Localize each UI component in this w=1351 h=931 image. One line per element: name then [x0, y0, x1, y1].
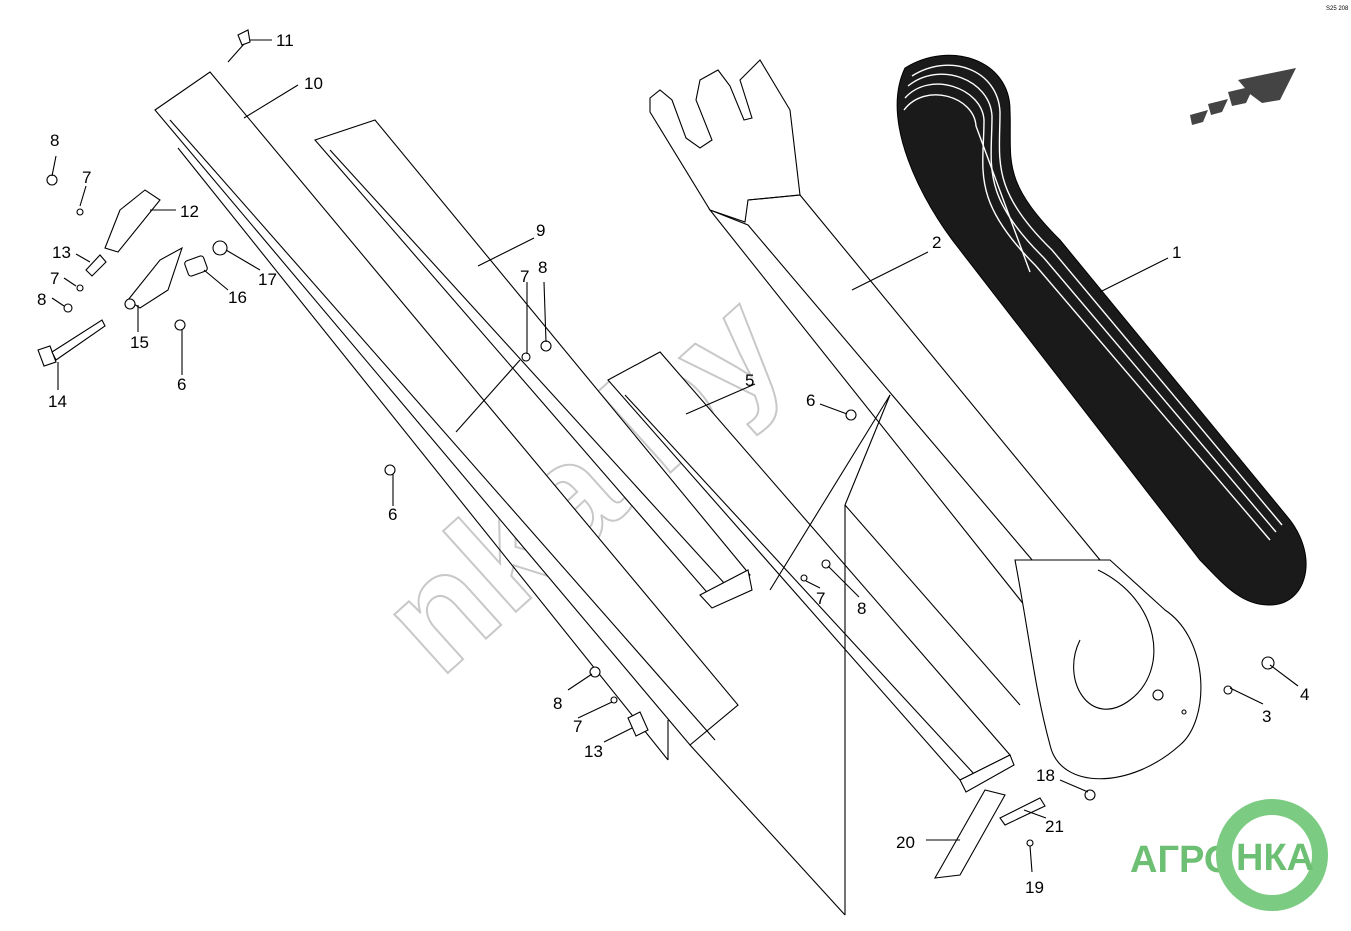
- callout-3: 3: [1262, 707, 1271, 726]
- callout-20: 20: [896, 833, 915, 852]
- callout-19: 19: [1025, 878, 1044, 897]
- callout-11: 11: [276, 31, 294, 50]
- callout-8a: 8: [50, 131, 59, 150]
- callout-1: 1: [1172, 243, 1181, 262]
- callout-6a: 6: [177, 375, 186, 394]
- callouts: 1 2 3 4 5 6 6 6 7 7 7 7 7 8 8 8 8 8 9 10…: [37, 31, 1309, 897]
- direction-arrow-icon: [1190, 68, 1296, 125]
- guard-part: [649, 59, 1202, 780]
- nut-part-17: [212, 240, 228, 256]
- logo-left-text: АГРО: [1130, 839, 1233, 881]
- callout-13a: 13: [52, 243, 71, 262]
- callout-14: 14: [48, 392, 67, 411]
- callout-16: 16: [228, 288, 247, 307]
- callout-5: 5: [745, 371, 754, 390]
- callout-6b: 6: [388, 505, 397, 524]
- guide-plate: [769, 394, 1021, 915]
- callout-7e: 7: [573, 717, 582, 736]
- bracket-part-15: [124, 246, 183, 310]
- callout-9: 9: [536, 221, 545, 240]
- spring-part-13a: [85, 254, 107, 277]
- callout-13b: 13: [584, 742, 603, 761]
- callout-21: 21: [1045, 817, 1064, 836]
- bracket-part-12: [104, 189, 161, 253]
- channel-part-10: [154, 71, 846, 916]
- spring-part-13b: [627, 711, 649, 737]
- logo-ring: [1216, 799, 1328, 911]
- strip-part-21: [999, 797, 1046, 826]
- callout-8b: 8: [37, 290, 46, 309]
- callout-15: 15: [130, 333, 149, 352]
- callout-7c: 7: [520, 267, 529, 286]
- callout-12: 12: [180, 202, 199, 221]
- screw-part-11: [227, 29, 251, 63]
- belt-part: [896, 54, 1307, 606]
- callout-17: 17: [258, 270, 277, 289]
- logo-ring-text: НКА: [1236, 837, 1314, 879]
- callout-8d: 8: [857, 599, 866, 618]
- callout-7d: 7: [816, 589, 825, 608]
- leader-lines: [51, 39, 1299, 873]
- callout-4: 4: [1300, 685, 1309, 704]
- callout-7b: 7: [50, 269, 59, 288]
- callout-10: 10: [304, 74, 323, 93]
- callout-18: 18: [1036, 766, 1055, 785]
- callout-6c: 6: [806, 391, 815, 410]
- callout-8e: 8: [553, 694, 562, 713]
- channel-part-9: [314, 119, 753, 609]
- callout-7a: 7: [82, 168, 91, 187]
- callout-2: 2: [932, 233, 941, 252]
- corner-code: S25 208: [1326, 6, 1349, 12]
- bushing-part-16: [184, 255, 208, 277]
- bolt-part-14: [37, 319, 106, 367]
- agronka-logo: АГРО НКА: [1130, 799, 1328, 911]
- callout-8c: 8: [538, 258, 547, 277]
- plate-part-20: [933, 789, 1006, 879]
- channel-part-5: [607, 351, 1015, 793]
